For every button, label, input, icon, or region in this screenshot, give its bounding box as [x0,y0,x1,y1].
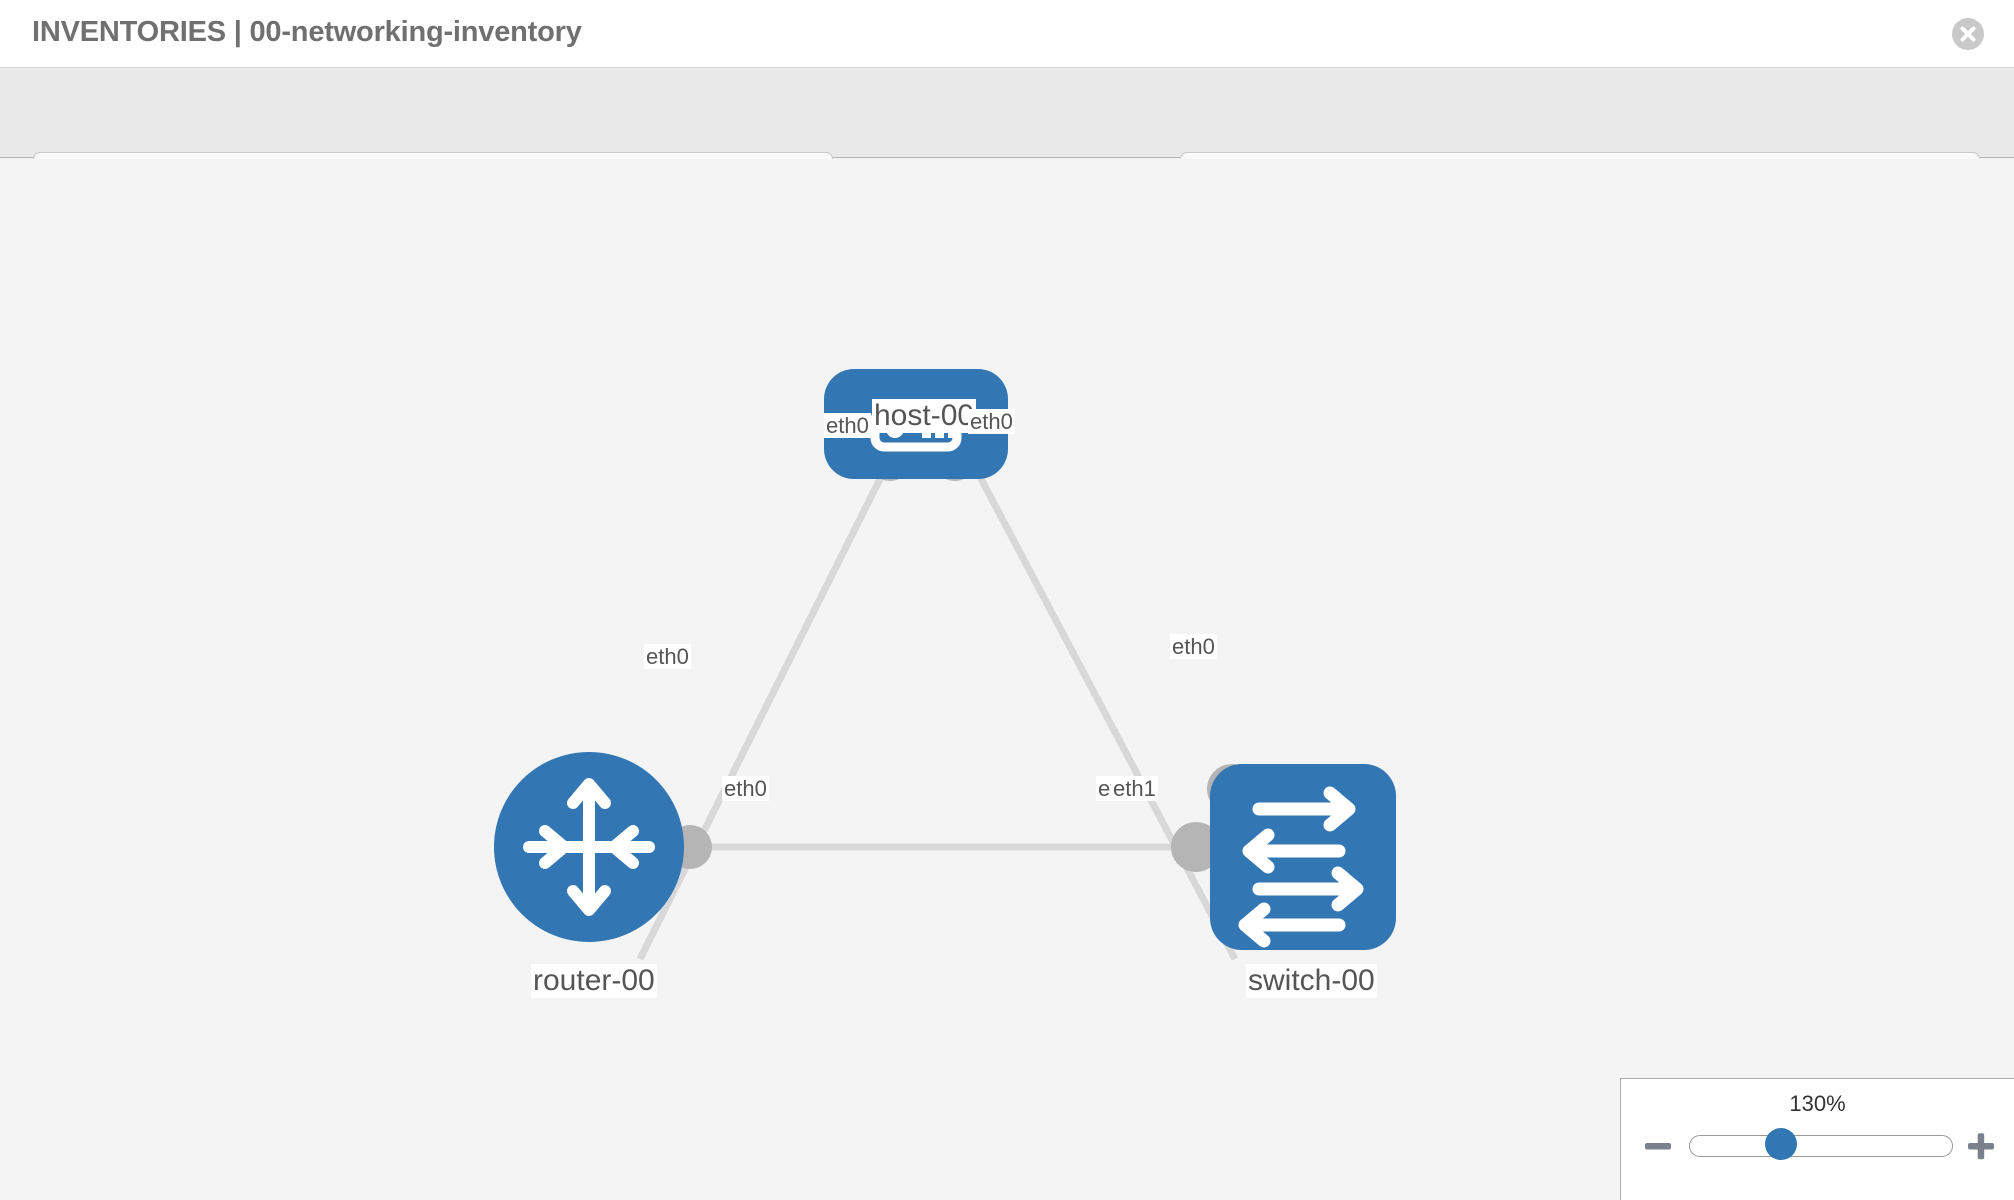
node-label-host-00: host-00 [872,399,977,433]
zoom-slider-track[interactable] [1689,1135,1953,1157]
zoom-control-panel: 130% [1620,1078,2014,1200]
toolbar: ACTIONS SEARCH [0,68,2014,210]
page-header: INVENTORIES | 00-networking-inventory [0,0,2014,68]
link-host-switch [956,437,1239,961]
topology-canvas[interactable]: host-00 router-00 switch-00 eth0 eth0 et… [0,159,2014,1200]
iface-label-router-eth0-uplink: eth0 [644,644,691,670]
iface-label-host-eth0-left: eth0 [824,413,871,439]
page-title: INVENTORIES | 00-networking-inventory [32,16,582,48]
port-switch-left [1171,822,1221,872]
iface-label-switch-eth1: eth1 [1111,776,1158,802]
node-router-00[interactable] [494,752,684,942]
iface-label-host-eth0-right: eth0 [968,409,1015,435]
router-arrows-icon [523,778,655,916]
link-host-router [636,437,904,961]
plus-icon[interactable] [1966,1131,1996,1161]
switch-arrows-icon [1238,786,1364,948]
minus-icon[interactable] [1643,1131,1673,1161]
node-label-switch-00: switch-00 [1246,964,1377,998]
zoom-level-value: 130% [1789,1091,1846,1116]
zoom-slider-thumb[interactable] [1765,1128,1797,1160]
close-icon[interactable] [1952,18,1984,50]
node-label-router-00: router-00 [531,964,657,998]
iface-label-switch-eth0-uplink: eth0 [1170,634,1217,660]
topology-graph [494,369,1396,961]
iface-label-router-eth0: eth0 [722,776,769,802]
node-switch-00[interactable] [1210,764,1396,950]
